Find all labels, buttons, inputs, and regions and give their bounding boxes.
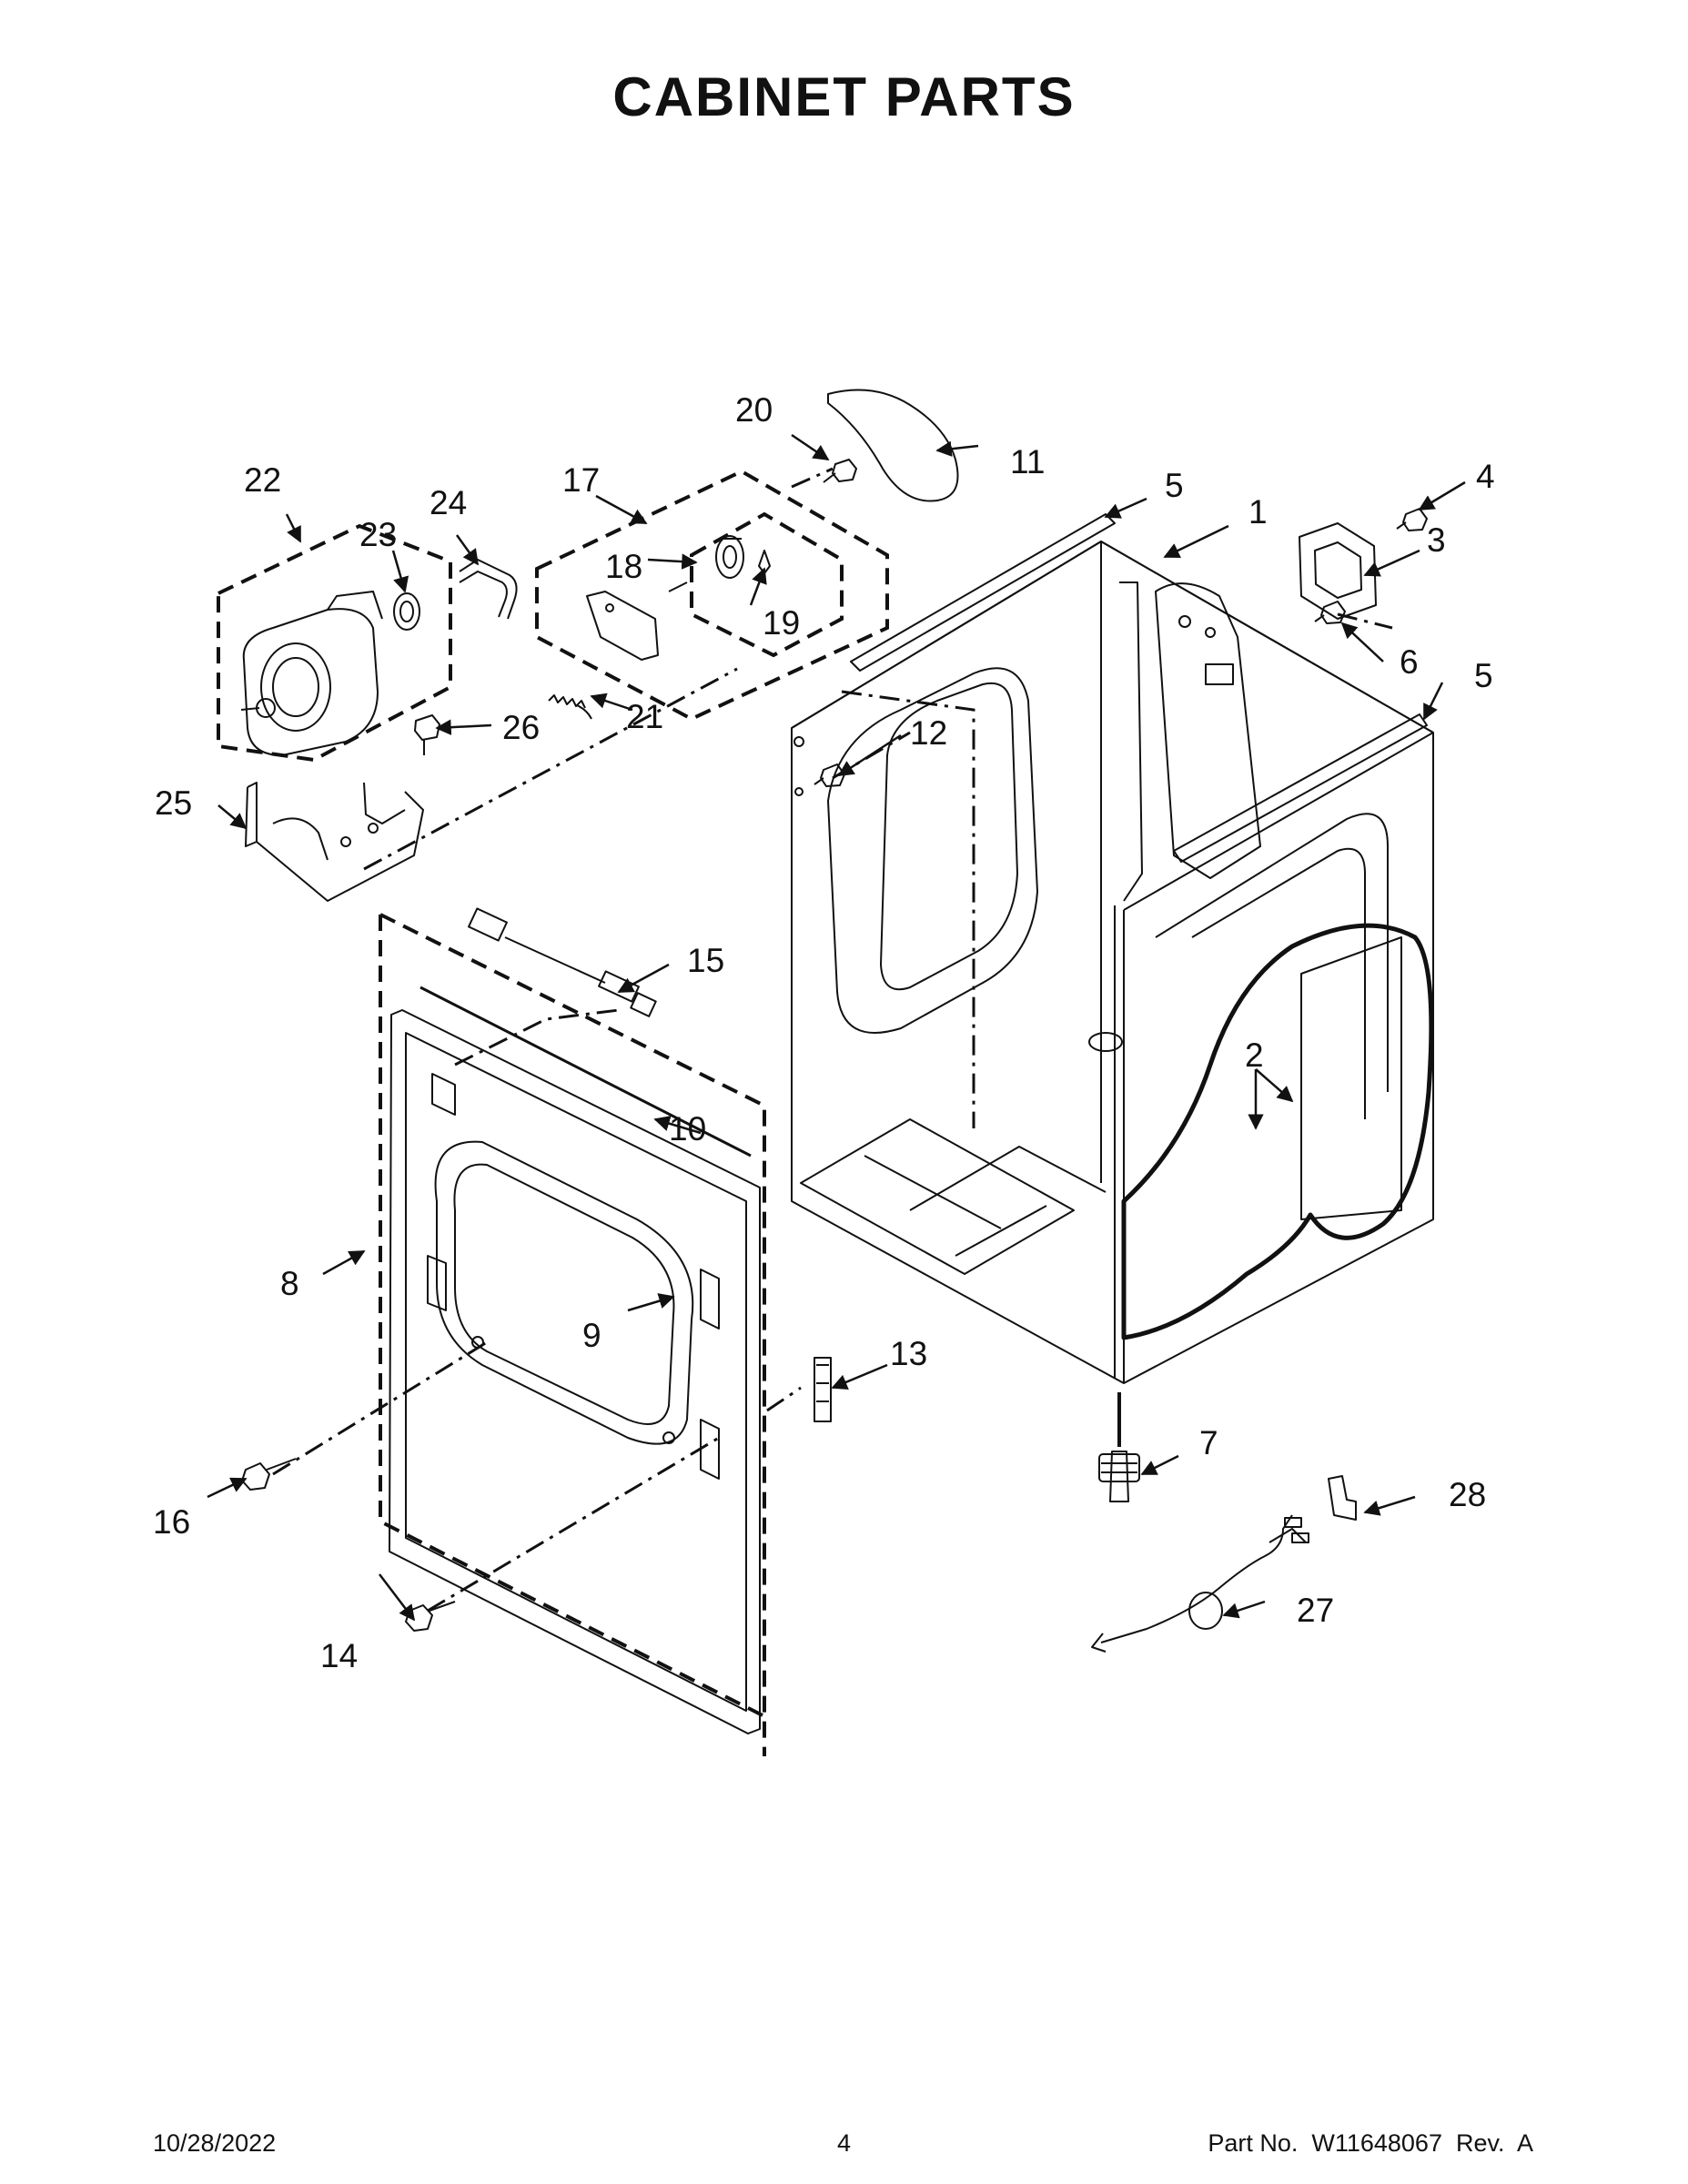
screw-20-part xyxy=(823,459,857,483)
leveling-leg-part xyxy=(1098,1451,1140,1502)
rear-cover-plate-part xyxy=(1299,522,1377,620)
group-box-19 xyxy=(690,511,844,658)
screw-12-part xyxy=(814,763,845,787)
screw-4-part xyxy=(1396,508,1428,531)
callout-5-right: 5 xyxy=(1474,657,1493,694)
footer-part-number: Part No. W11648067 Rev. A xyxy=(1208,2129,1533,2157)
motor-mount-part xyxy=(245,782,424,902)
callout-1: 1 xyxy=(1248,493,1268,531)
callout-3: 3 xyxy=(1427,521,1446,559)
group-box-17 xyxy=(535,469,889,722)
callout-11: 11 xyxy=(1010,443,1045,480)
cabinet-part xyxy=(791,513,1434,1384)
page-title: CABINET PARTS xyxy=(612,66,1076,127)
clamp-part xyxy=(459,559,518,620)
clip-part xyxy=(1328,1475,1357,1521)
pulley-part xyxy=(393,592,420,631)
idler-bracket-part xyxy=(586,581,688,661)
callout-6: 6 xyxy=(1400,643,1419,681)
callout-24: 24 xyxy=(430,484,467,521)
callout-9: 9 xyxy=(582,1317,601,1354)
callout-2: 2 xyxy=(1245,1036,1264,1074)
top-rail-part xyxy=(419,986,752,1158)
callout-21: 21 xyxy=(626,698,663,735)
callout-23: 23 xyxy=(359,516,397,553)
group-box-8 xyxy=(379,913,766,1756)
alignment-lines xyxy=(272,467,1393,1613)
footer-date: 10/28/2022 xyxy=(153,2129,277,2157)
wire-harness-part xyxy=(1091,1514,1309,1653)
cable-part xyxy=(468,907,657,1017)
callout-16: 16 xyxy=(153,1503,190,1541)
idler-pulley-part xyxy=(715,535,744,579)
front-panel-part xyxy=(389,1009,761,1734)
callout-4: 4 xyxy=(1476,458,1495,495)
screw-14-part xyxy=(405,1601,456,1632)
callout-5-top: 5 xyxy=(1165,467,1184,504)
callout-7: 7 xyxy=(1199,1424,1218,1461)
group-box-22 xyxy=(217,523,452,763)
drive-motor-part xyxy=(240,591,383,756)
plug-part xyxy=(414,714,440,755)
callout-20: 20 xyxy=(735,391,773,429)
leader-arrows xyxy=(207,433,1466,1622)
callout-10: 10 xyxy=(669,1110,706,1148)
callout-14: 14 xyxy=(320,1637,358,1674)
door-switch-part xyxy=(814,1357,832,1422)
callout-19: 19 xyxy=(763,604,800,642)
screw-6-part xyxy=(1314,601,1346,624)
footer-page-number: 4 xyxy=(836,2129,852,2157)
callout-18: 18 xyxy=(605,548,642,585)
callout-8: 8 xyxy=(280,1265,299,1302)
callout-13: 13 xyxy=(890,1335,927,1372)
callout-25: 25 xyxy=(155,784,192,822)
callout-26: 26 xyxy=(502,709,540,746)
callout-12: 12 xyxy=(910,714,947,752)
screw-16-part xyxy=(241,1458,297,1491)
callout-15: 15 xyxy=(687,942,724,979)
drive-belt-part xyxy=(827,389,959,502)
callout-17: 17 xyxy=(562,461,600,499)
spring-part xyxy=(548,694,592,720)
callout-22: 22 xyxy=(244,461,281,499)
group-outlines xyxy=(217,469,889,1756)
callout-28: 28 xyxy=(1449,1476,1486,1513)
callout-27: 27 xyxy=(1297,1592,1334,1629)
